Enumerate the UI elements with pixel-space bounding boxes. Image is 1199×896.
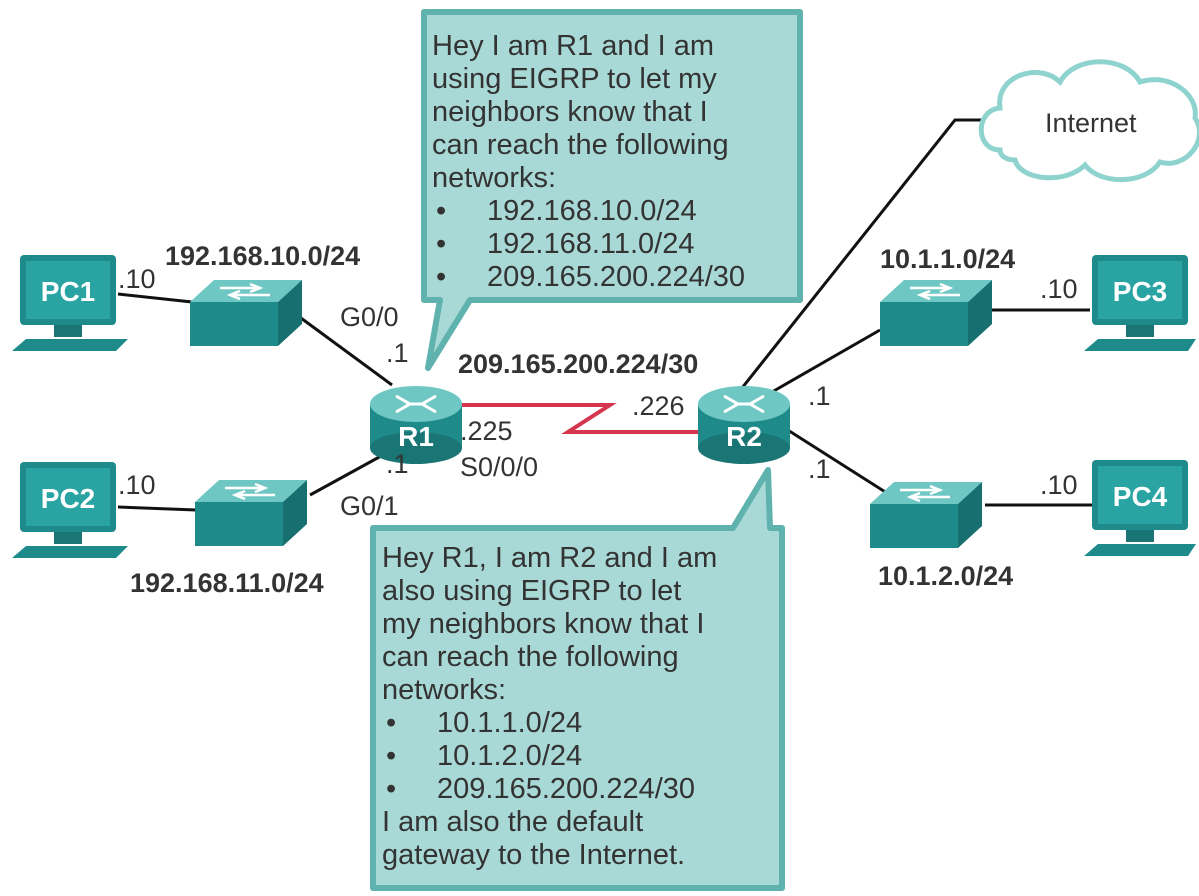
internet-label: Internet: [1045, 108, 1137, 138]
pc2-host-ip: .10: [118, 470, 156, 500]
r2-bubble-line-4: can reach the following: [382, 641, 679, 673]
r1-bubble-item-3: 209.165.200.224/30: [487, 261, 745, 293]
r2-bubble-item-2: 10.1.2.0/24: [437, 740, 582, 772]
r2-bubble-line-1: Hey R1, I am R2 and I am: [382, 542, 717, 574]
link-pc1-sw1: [117, 292, 193, 304]
pc3-label: PC3: [1113, 276, 1167, 307]
r1-bubble-item-2: 192.168.11.0/24: [487, 228, 695, 260]
net-pc3-label: 10.1.1.0/24: [880, 244, 1015, 274]
pc1-icon: PC1: [12, 255, 128, 351]
switch3-icon: [880, 280, 992, 346]
r1-g00-interface: G0/0: [340, 302, 399, 332]
link-pc2-sw2: [117, 505, 197, 512]
r2-label: R2: [726, 421, 762, 452]
pc3-host-ip: .10: [1040, 274, 1078, 304]
r2-bubble-item-3: 209.165.200.224/30: [437, 773, 695, 805]
network-labels: 192.168.10.0/24 192.168.11.0/24 10.1.1.0…: [118, 241, 1078, 598]
net-wan-label: 209.165.200.224/30: [458, 349, 698, 379]
pc2-icon: PC2: [12, 462, 128, 558]
r2-bubble-footer-2: gateway to the Internet.: [382, 839, 685, 871]
link-r2-sw3: [771, 328, 881, 394]
r2-wan-ip: .226: [632, 391, 685, 421]
switch2-icon: [195, 480, 307, 546]
r1-bubble-item-1: 192.168.10.0/24: [487, 195, 697, 227]
r1-wan-ip: .225: [460, 416, 513, 446]
router-r1-icon: R1: [370, 386, 462, 464]
r2-bubble-bullet-1: •: [386, 707, 396, 739]
net-pc4-label: 10.1.2.0/24: [878, 561, 1013, 591]
r1-bubble-line-2: using EIGRP to let my: [432, 63, 717, 95]
internet-cloud: Internet: [978, 59, 1199, 183]
pc2-label: PC2: [41, 483, 95, 514]
pc4-host-ip: .10: [1040, 470, 1078, 500]
r2-bubble-footer-1: I am also the default: [382, 806, 643, 838]
r2-bubble-line-3: my neighbors know that I: [382, 608, 704, 640]
pc4-icon: PC4: [1084, 460, 1196, 556]
link-sw2-r1: [309, 448, 393, 497]
r1-bubble-bullet-2: •: [436, 228, 446, 260]
links: [117, 118, 1095, 512]
net-pc1-label: 192.168.10.0/24: [165, 241, 360, 271]
router-r2-icon: R2: [698, 386, 790, 464]
link-r2-internet: [740, 118, 990, 389]
link-sw1-r1: [289, 308, 393, 387]
r1-g01-interface: G0/1: [340, 491, 399, 521]
r2-bubble-line-5: networks:: [382, 674, 506, 706]
wan-serial-link: [440, 403, 740, 434]
r2-bubble-line-2: also using EIGRP to let: [382, 575, 681, 607]
r1-g00-ip: .1: [386, 338, 409, 368]
switch1-icon: [190, 280, 302, 346]
r1-speech-bubble: Hey I am R1 and I am using EIGRP to let …: [421, 9, 803, 371]
pc1-label: PC1: [41, 276, 95, 307]
r1-bubble-line-4: can reach the following: [432, 129, 729, 161]
r1-bubble-line-1: Hey I am R1 and I am: [432, 30, 714, 62]
r1-g01-ip: .1: [386, 449, 409, 479]
r2-speech-bubble: Hey R1, I am R2 and I am also using EIGR…: [370, 467, 785, 891]
switch4-icon: [870, 482, 982, 548]
r2-bubble-bullet-3: •: [386, 773, 396, 805]
r2-lan2-ip: .1: [808, 454, 831, 484]
r2-lan1-ip: .1: [808, 381, 831, 411]
pc3-icon: PC3: [1084, 255, 1196, 351]
r1-bubble-bullet-3: •: [436, 261, 446, 293]
r2-bubble-bullet-2: •: [386, 740, 396, 772]
r1-bubble-line-3: neighbors know that I: [432, 96, 708, 128]
r1-label: R1: [398, 421, 434, 452]
r1-s000-interface: S0/0/0: [460, 452, 538, 482]
net-pc2-label: 192.168.11.0/24: [130, 568, 324, 598]
r2-bubble-item-1: 10.1.1.0/24: [437, 707, 582, 739]
pc4-label: PC4: [1113, 481, 1168, 512]
r1-bubble-bullet-1: •: [436, 195, 446, 227]
pc1-host-ip: .10: [118, 264, 156, 294]
r1-bubble-line-5: networks:: [432, 162, 556, 194]
link-r2-sw4: [771, 418, 891, 497]
